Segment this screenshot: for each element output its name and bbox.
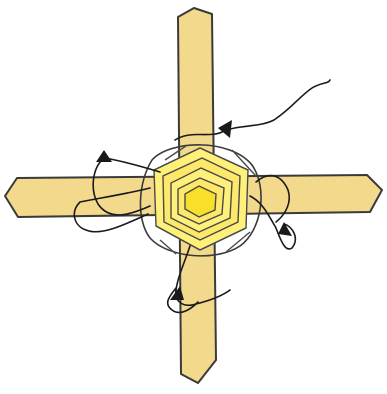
yarn-weave: [154, 146, 256, 254]
arrow-right-icon: [278, 222, 292, 236]
arrow-left-icon: [218, 120, 232, 138]
arrow-up-icon: [96, 150, 112, 162]
